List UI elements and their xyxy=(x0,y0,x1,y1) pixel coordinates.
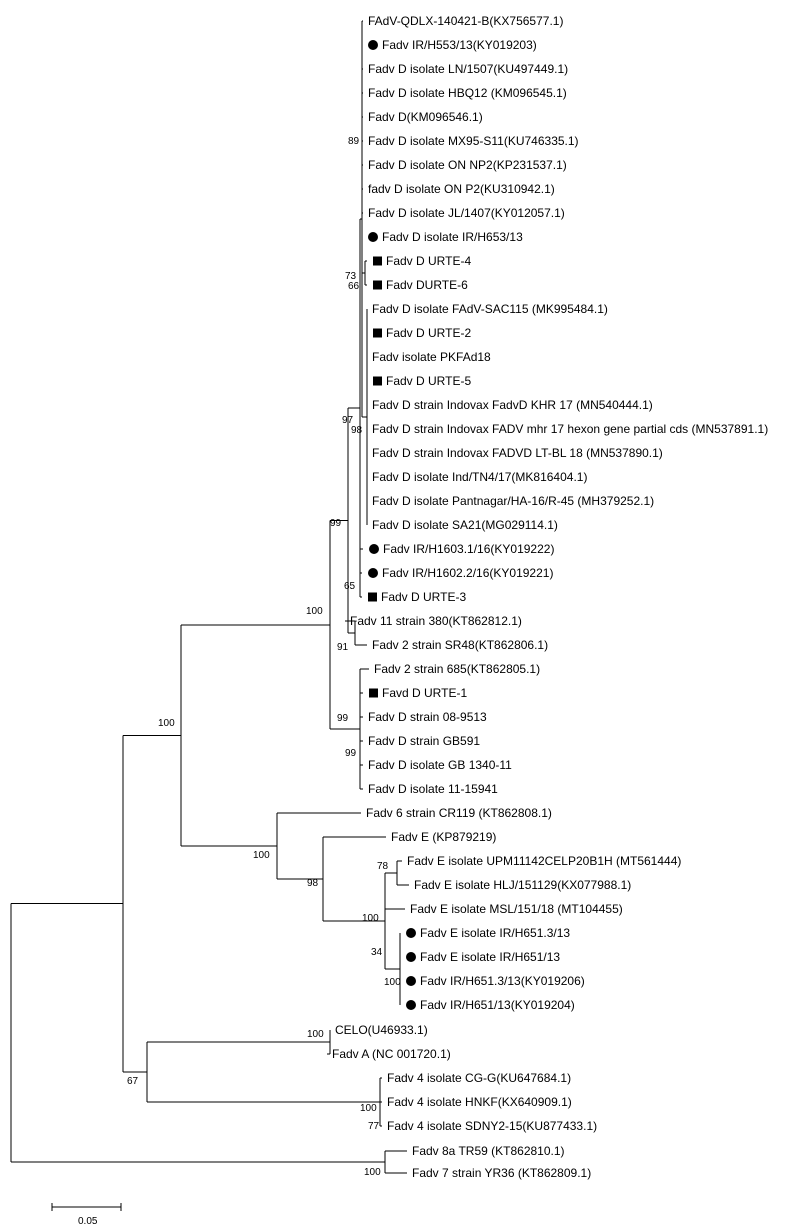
circle-marker xyxy=(406,952,416,962)
bootstrap-value: 65 xyxy=(344,581,356,592)
leaf-markers xyxy=(368,40,416,1010)
leaf-label: Fadv D isolate FAdV-SAC115 (MK995484.1) xyxy=(372,302,608,316)
leaf-label: Fadv D isolate Pantnagar/HA-16/R-45 (MH3… xyxy=(372,494,654,508)
leaf-label: Fadv D URTE-2 xyxy=(386,326,471,340)
leaf-label: Fadv isolate PKFAd18 xyxy=(372,350,491,364)
bootstrap-value: 67 xyxy=(127,1076,139,1087)
leaf-label: Fadv 4 isolate CG-G(KU647684.1) xyxy=(387,1071,571,1085)
leaf-label: Fadv E isolate IR/H651.3/13 xyxy=(420,926,570,940)
bootstrap-value: 34 xyxy=(371,947,383,958)
leaf-label: Fadv 4 isolate HNKF(KX640909.1) xyxy=(387,1095,572,1109)
circle-marker xyxy=(406,928,416,938)
leaf-label: Fadv D URTE-5 xyxy=(386,374,471,388)
bootstrap-value: 100 xyxy=(362,913,379,924)
leaf-label: Fadv 7 strain YR36 (KT862809.1) xyxy=(412,1166,591,1180)
bootstrap-value: 97 xyxy=(342,415,354,426)
leaf-label: Fadv E (KP879219) xyxy=(391,830,496,844)
leaf-label: Fadv IR/H1603.1/16(KY019222) xyxy=(383,542,554,556)
circle-marker xyxy=(406,976,416,986)
leaf-label: Fadv E isolate MSL/151/18 (MT104455) xyxy=(410,902,623,916)
leaf-label: Fadv 4 isolate SDNY2-15(KU877433.1) xyxy=(387,1119,597,1133)
leaf-label: Fadv IR/H1602.2/16(KY019221) xyxy=(382,566,553,580)
leaf-label: Fadv D strain Indovax FADVD LT-BL 18 (MN… xyxy=(372,446,663,460)
bootstrap-value: 89 xyxy=(348,136,360,147)
leaf-label: Fadv D strain 08-9513 xyxy=(368,710,487,724)
leaf-label: Fadv IR/H651/13(KY019204) xyxy=(420,998,575,1012)
bootstrap-value: 98 xyxy=(307,878,319,889)
circle-marker xyxy=(369,544,379,554)
leaf-label: Fadv IR/H651.3/13(KY019206) xyxy=(420,974,585,988)
leaf-label: Fadv D URTE-3 xyxy=(381,590,466,604)
leaf-label: Fadv A (NC 001720.1) xyxy=(332,1047,451,1061)
circle-marker xyxy=(406,1000,416,1010)
leaf-label: Fadv 8a TR59 (KT862810.1) xyxy=(412,1144,565,1158)
leaf-label: Fadv D isolate ON NP2(KP231537.1) xyxy=(368,158,567,172)
leaf-label: Fadv D isolate IR/H653/13 xyxy=(382,230,523,244)
leaf-label: Fadv D isolate LN/1507(KU497449.1) xyxy=(368,62,568,76)
leaf-label: Fadv D strain Indovax FadvD KHR 17 (MN54… xyxy=(372,398,653,412)
leaf-label: Fadv E isolate HLJ/151129(KX077988.1) xyxy=(414,878,631,892)
leaf-label: Fadv D URTE-4 xyxy=(386,254,471,268)
bootstrap-value: 100 xyxy=(384,977,401,988)
circle-marker xyxy=(368,40,378,50)
leaf-label: Fadv D strain Indovax FADV mhr 17 hexon … xyxy=(372,422,768,436)
leaf-label: Fadv DURTE-6 xyxy=(386,278,468,292)
bootstrap-value: 98 xyxy=(351,425,363,436)
leaf-label: CELO(U46933.1) xyxy=(335,1023,428,1037)
bootstrap-value: 100 xyxy=(364,1167,381,1178)
leaf-label: Fadv E isolate IR/H651/13 xyxy=(420,950,560,964)
leaf-labels: FAdV-QDLX-140421-B(KX756577.1) Fadv IR/H5… xyxy=(332,14,768,1180)
leaf-label: Favd D URTE-1 xyxy=(382,686,467,700)
leaf-label: fadv D isolate ON P2(KU310942.1) xyxy=(368,182,555,196)
square-marker xyxy=(373,376,382,386)
leaf-label: Fadv D isolate HBQ12 (KM096545.1) xyxy=(368,86,567,100)
leaf-label: Fadv D strain GB591 xyxy=(368,734,480,748)
leaf-label: Fadv 2 strain SR48(KT862806.1) xyxy=(372,638,548,652)
leaf-label: Fadv D isolate JL/1407(KY012057.1) xyxy=(368,206,565,220)
scale-bar: 0.05 xyxy=(51,1203,122,1227)
square-marker xyxy=(373,280,382,290)
bootstrap-value: 100 xyxy=(306,606,323,617)
leaf-label: Fadv IR/H553/13(KY019203) xyxy=(382,38,537,52)
square-marker xyxy=(373,328,382,338)
circle-marker xyxy=(368,232,378,242)
leaf-label: Fadv E isolate UPM11142CELP20B1H (MT5614… xyxy=(407,854,681,868)
leaf-label: Fadv D isolate MX95-S11(KU746335.1) xyxy=(368,134,579,148)
leaf-label: Fadv 2 strain 685(KT862805.1) xyxy=(374,662,540,676)
leaf-label: Fadv D isolate Ind/TN4/17(MK816404.1) xyxy=(372,470,587,484)
bootstrap-value: 100 xyxy=(360,1103,377,1114)
square-marker xyxy=(368,592,377,602)
bootstrap-value: 100 xyxy=(253,850,270,861)
square-marker xyxy=(369,688,378,698)
leaf-label: Fadv D isolate 11-15941 xyxy=(368,782,498,796)
leaf-label: Fadv D isolate SA21(MG029114.1) xyxy=(372,518,558,532)
bootstrap-value: 66 xyxy=(348,281,360,292)
bootstrap-value: 99 xyxy=(330,518,342,529)
bootstrap-value: 73 xyxy=(345,271,357,282)
leaf-label: FAdV-QDLX-140421-B(KX756577.1) xyxy=(368,14,563,28)
leaf-label: Fadv D(KM096546.1) xyxy=(368,110,483,124)
tree-branches xyxy=(10,20,409,1174)
bootstrap-value: 77 xyxy=(368,1121,380,1132)
bootstrap-value: 91 xyxy=(337,642,349,653)
square-marker xyxy=(373,256,382,266)
leaf-label: Fadv 11 strain 380(KT862812.1) xyxy=(350,614,522,628)
bootstrap-value: 100 xyxy=(307,1029,324,1040)
leaf-label: Fadv 6 strain CR119 (KT862808.1) xyxy=(366,806,552,820)
scale-bar-label: 0.05 xyxy=(78,1216,98,1227)
bootstrap-value: 78 xyxy=(377,861,389,872)
circle-marker xyxy=(368,568,378,578)
bootstrap-value: 99 xyxy=(345,748,357,759)
bootstrap-value: 99 xyxy=(337,713,349,724)
leaf-label: Fadv D isolate GB 1340-11 xyxy=(368,758,512,772)
bootstrap-value: 100 xyxy=(158,718,175,729)
